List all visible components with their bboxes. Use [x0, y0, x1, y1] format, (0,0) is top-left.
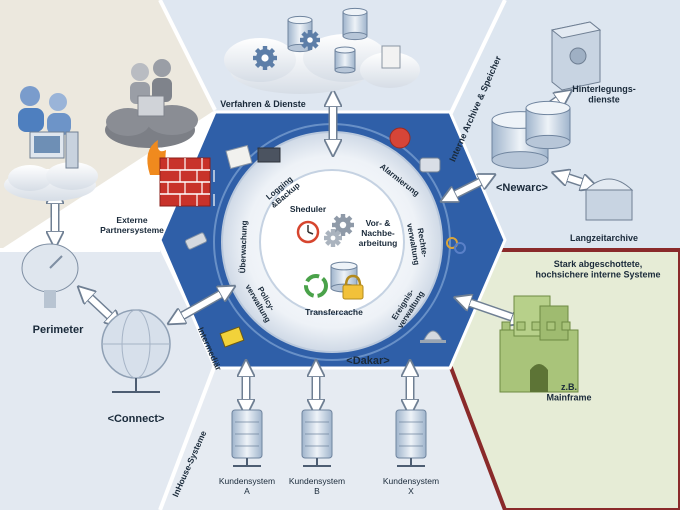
langzeit-label: Langzeitarchive — [570, 233, 638, 243]
chest-icon — [584, 178, 634, 221]
database-icon — [334, 46, 356, 74]
connect-label: <Connect> — [108, 413, 165, 425]
gear-icon — [324, 229, 342, 247]
computer-icon — [29, 131, 79, 169]
vor-label: Vor- &Nachbe-arbeitung — [359, 218, 398, 248]
secure-label: Stark abgeschottete,hochsichere interne … — [535, 259, 660, 280]
satellite-dish-icon — [21, 243, 79, 308]
arrow-perimeter — [84, 292, 116, 322]
policy-book-icon — [219, 326, 245, 348]
globe-icon — [101, 309, 171, 393]
safe-icon — [550, 21, 602, 91]
database-icon — [342, 7, 368, 41]
dakar-label: <Dakar> — [346, 355, 389, 367]
ring-ueberwachung: Überwachung — [238, 220, 249, 273]
clock-icon — [296, 220, 320, 244]
newarc-database-icon — [525, 100, 571, 150]
newarc-label: <Newarc> — [496, 182, 548, 194]
document-icon — [381, 45, 401, 69]
keys-icon — [446, 237, 466, 254]
service-bell-icon — [420, 330, 446, 343]
arrow-newarc — [448, 178, 488, 198]
server-icon — [395, 409, 427, 467]
sector-perimeter — [0, 250, 215, 510]
services-sector-label: Verfahren & Dienste — [220, 99, 306, 109]
recycle-icon — [304, 274, 328, 298]
perimeter-label: Perimeter — [33, 324, 84, 336]
gear-icon — [253, 46, 277, 70]
server-icon — [231, 409, 263, 467]
arrow-langzeit — [560, 175, 590, 185]
firewall-icon — [147, 140, 215, 207]
padlock-icon — [342, 274, 364, 300]
mainframe-label: z.B.Mainframe — [546, 382, 591, 403]
phone-icon — [419, 157, 441, 173]
camera-icon — [184, 232, 208, 250]
hinterlegung-label: Hinterlegungs-dienste — [572, 84, 636, 105]
arrow-secure — [462, 300, 520, 320]
scroll-icon — [225, 144, 253, 170]
server-icon — [301, 409, 333, 467]
cloud-partner — [4, 162, 98, 201]
hacker-icon — [130, 59, 172, 117]
transfer-label: Transfercache — [305, 307, 363, 317]
recorder-icon — [257, 147, 281, 163]
gear-icon — [300, 30, 320, 50]
users-icon — [18, 86, 71, 135]
connection-arrows — [55, 95, 590, 408]
alarm-bell-icon — [389, 127, 411, 149]
sheduler-label: Sheduler — [290, 204, 327, 214]
arrow-connect — [175, 290, 228, 320]
icon-layer — [18, 7, 634, 467]
castle-icon — [499, 295, 579, 393]
